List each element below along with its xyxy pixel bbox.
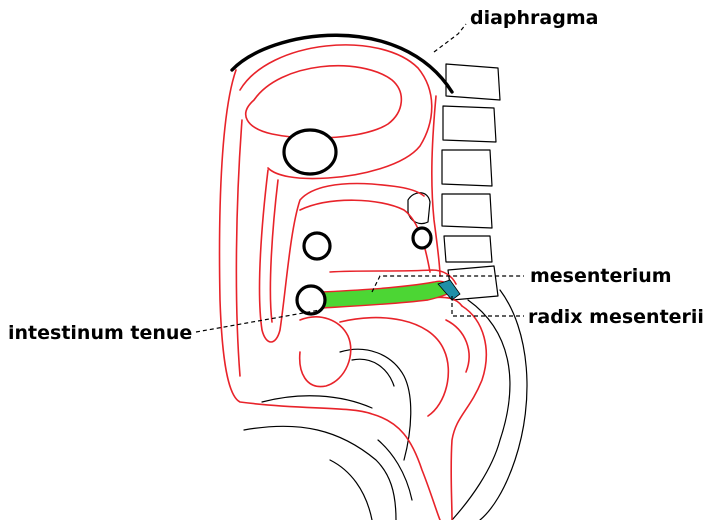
- label-diaphragm: diaphragma: [470, 7, 598, 29]
- diaphragm-leader: [433, 23, 467, 53]
- mesentery-fill: [321, 280, 454, 309]
- mesentery-leader: [371, 275, 524, 293]
- transverse-colon-section: [302, 231, 332, 261]
- bowel-sections: [282, 128, 433, 316]
- label-mesentery-root: radix mesenterii: [528, 306, 704, 328]
- pelvic-outlines: [243, 348, 413, 520]
- vertebral-column: [407, 63, 528, 520]
- intestine-leader: [195, 309, 321, 333]
- label-small-intestine: intestinum tenue: [8, 322, 192, 344]
- stomach-section: [282, 128, 338, 176]
- duodenum-section: [411, 226, 433, 250]
- diaphragm-arc: [230, 33, 454, 94]
- mesentery-root-fill: [437, 279, 461, 301]
- leader-lines: [195, 23, 524, 333]
- small-intestine-section: [295, 284, 327, 316]
- label-mesentery: mesenterium: [530, 265, 672, 287]
